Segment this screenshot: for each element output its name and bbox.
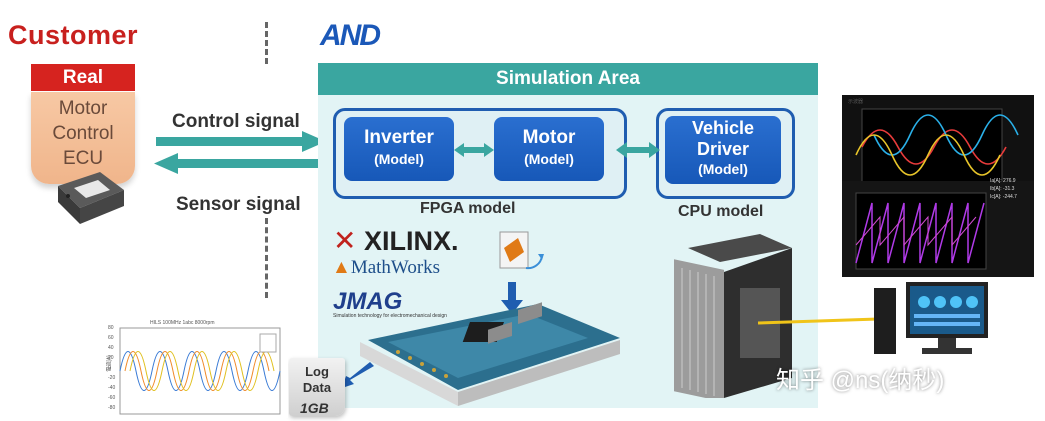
ecu-line-1: Motor: [58, 98, 108, 119]
ytick-m60: -60: [108, 395, 116, 401]
sensor-signal-label: Sensor signal: [176, 194, 301, 215]
real-badge: Real: [31, 64, 135, 91]
xilinx-mark-icon: ✕: [333, 225, 357, 256]
customer-title: Customer: [8, 20, 139, 50]
log-size-label: 1GB: [300, 400, 329, 416]
ecu-device-image: [58, 172, 124, 224]
watermark: 知乎 @ns(纳秒): [776, 367, 945, 394]
ecu-line-3: ECU: [62, 148, 104, 169]
jmag-logo: JMAG: [333, 288, 403, 315]
fpga-board-image: [360, 302, 620, 406]
readout-3: Ic[A]: -244.7: [990, 194, 1017, 200]
fpga-model-label: FPGA model: [420, 200, 516, 217]
log-line-1: Log: [305, 364, 329, 379]
log-line-2: Data: [302, 380, 332, 395]
simulation-area-header: Simulation Area: [318, 63, 818, 95]
xilinx-text: XILINX.: [363, 226, 459, 256]
motor-sub: (Model): [524, 151, 574, 167]
motor-vehicle-link-icon: [616, 142, 660, 158]
waveform-plot: [98, 318, 288, 418]
control-signal-arrow-icon: [156, 131, 326, 152]
signal-arrows: [154, 131, 326, 174]
waveform-yticks: 80 60 40 20 0 -20 -40 -60 -80: [108, 325, 120, 413]
xilinx-logo: ✕ XILINX.: [333, 224, 459, 257]
readout-2: Ib[A]: -31.3: [990, 186, 1015, 192]
oscilloscope-title: 示波器: [848, 99, 864, 105]
ytick-m40: -40: [108, 385, 116, 391]
pc-monitor-image: [874, 282, 988, 354]
inverter-sub: (Model): [374, 151, 424, 167]
log-arrow-icon: [342, 362, 374, 388]
inverter-motor-link-icon: [454, 143, 494, 157]
readout-1: Ia[A]: 276.9: [990, 178, 1016, 184]
motor-model-box: Motor (Model): [494, 117, 604, 181]
inverter-model-box: Inverter (Model): [344, 117, 454, 181]
simulink-icon: [499, 231, 544, 270]
ecu-line-2: Control: [52, 123, 114, 144]
divider-bottom: [265, 218, 268, 298]
cpu-model-label: CPU model: [678, 203, 764, 220]
mathworks-text: MathWorks: [350, 257, 441, 278]
ytick-0: 0: [108, 365, 111, 371]
ytick-40: 40: [108, 345, 114, 351]
cpu-pc-link: [758, 317, 879, 325]
motor-title: Motor: [522, 127, 576, 148]
motor-control-ecu-box: Motor Control ECU: [31, 92, 135, 184]
ytick-m80: -80: [108, 405, 116, 411]
down-arrow-icon: [501, 282, 523, 314]
ytick-60: 60: [108, 335, 114, 341]
divider-top: [265, 22, 268, 64]
sensor-signal-arrow-icon: [154, 153, 324, 174]
inverter-title: Inverter: [364, 127, 434, 148]
vehicle-title-line2: Driver: [696, 139, 750, 159]
mathworks-logo: ▲MathWorks: [332, 257, 440, 279]
control-signal-label: Control signal: [172, 111, 300, 132]
oscilloscope-window: [842, 95, 1034, 277]
vehicle-title-line1: Vehicle: [691, 118, 755, 138]
vehicle-sub: (Model): [698, 161, 748, 177]
mathworks-peak-icon: ▲: [332, 257, 351, 278]
log-data-card: Log Data: [289, 358, 345, 416]
vehicle-driver-model-box: Vehicle Driver (Model): [665, 116, 781, 184]
ytick-m20: -20: [108, 375, 116, 381]
waveform-title: HILS 100MHz 1abc 8000rpm: [150, 320, 215, 326]
ytick-80: 80: [108, 325, 114, 331]
jmag-tagline: Simulation technology for electromechani…: [333, 313, 447, 319]
ytick-20: 20: [108, 355, 114, 361]
and-logo: AND: [320, 19, 381, 52]
